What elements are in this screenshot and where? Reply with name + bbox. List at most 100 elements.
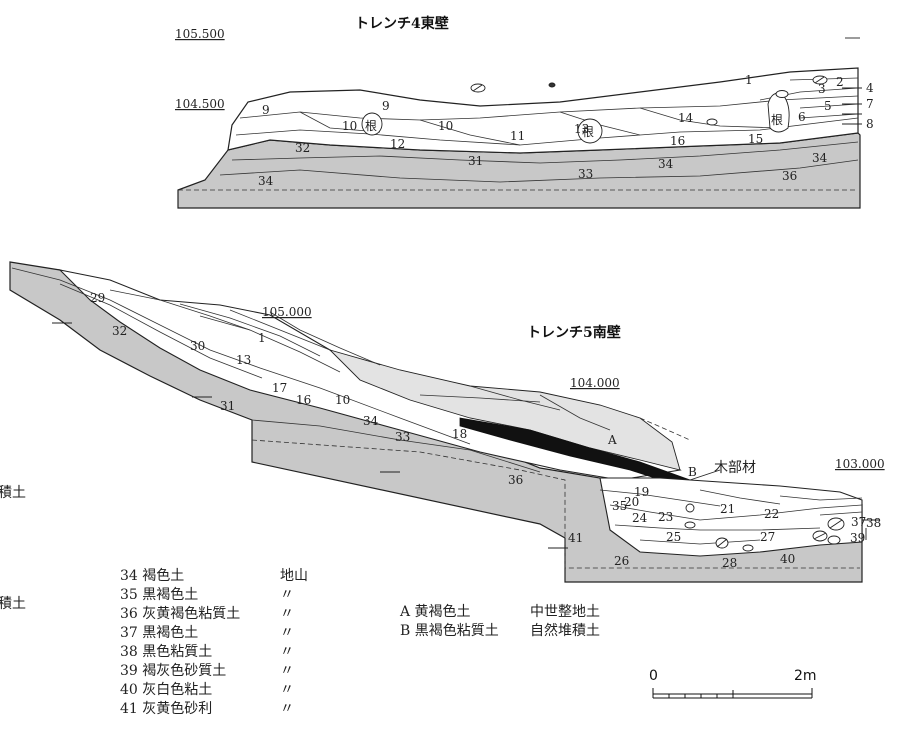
legend-row: 39 褐灰色砂質土〃 (120, 662, 308, 681)
legend-note: 自然堆積土 (530, 623, 600, 639)
t5-layer-17: 17 (272, 381, 287, 395)
t5-layer-34: 34 (363, 414, 379, 428)
t5-layer-18: 18 (452, 427, 467, 441)
trench4-root-b (577, 118, 603, 144)
t5-layer-32: 32 (112, 324, 127, 338)
legend-row: 40 灰白色粘土〃 (120, 681, 308, 700)
scale-end-label: 2m (794, 668, 817, 684)
t4-layer-34c: 34 (812, 151, 828, 165)
t5-layer-28: 28 (722, 556, 737, 570)
t4-layer-36: 36 (782, 169, 797, 183)
legend-note: 〃 (280, 701, 294, 717)
t4-layer-3: 3 (818, 82, 826, 96)
legend-name: 40 灰白色粘土 (120, 682, 213, 698)
t5-layer-37: 37 (851, 515, 866, 529)
t5-mark-b: B (688, 465, 697, 479)
t4-layer-8: 8 (866, 117, 874, 131)
legend-name: 41 灰黄色砂利 (120, 701, 213, 717)
scale-bar (652, 688, 813, 699)
legend-row: A 黄褐色土 中世整地土 (400, 603, 600, 622)
t5-layer-13: 13 (236, 353, 251, 367)
t5-layer-1: 1 (258, 331, 266, 345)
t5-layer-35: 35 (612, 499, 627, 513)
t4-layer-11: 11 (510, 129, 525, 143)
elevation-103-000: 103.000 (835, 457, 885, 471)
legend-row: 41 灰黄色砂利 〃 (120, 700, 308, 719)
t5-layer-36: 36 (508, 473, 523, 487)
legend-note: 〃 (280, 625, 294, 641)
legend-note: 〃 (280, 587, 294, 603)
legend-note: 地山 (280, 568, 308, 584)
t4-layer-9b: 9 (382, 99, 390, 113)
legend-name: 35 黒褐色土 (120, 587, 199, 603)
legend-row: 34 褐色土 地山 (120, 567, 308, 586)
t4-layer-34a: 34 (258, 174, 274, 188)
legend-row: 37 黒褐色土〃 (120, 624, 308, 643)
legend-name: 36 灰黄褐色粘質土 (120, 606, 241, 622)
legend-name: 39 褐灰色砂質土 (120, 663, 227, 679)
t5-layer-27: 27 (760, 530, 775, 544)
trench4-fill-layers (227, 67, 859, 154)
legend-row: 36 灰黄褐色粘質土 〃 (120, 605, 308, 624)
t4-layer-16: 16 (670, 134, 685, 148)
legend-name: 34 褐色土 (120, 568, 185, 584)
t5-layer-30: 30 (190, 339, 205, 353)
t5-layer-38: 38 (866, 516, 881, 530)
t4-layer-15: 15 (748, 132, 763, 146)
t4-layer-5: 5 (824, 99, 832, 113)
t5-layer-33: 33 (395, 430, 410, 444)
t5-layer-16: 16 (296, 393, 311, 407)
trench4-title: トレンチ4東壁 (355, 15, 449, 32)
trench5-title: トレンチ5南壁 (527, 324, 621, 341)
scale-start-label: 0 (649, 668, 658, 684)
trench4-section (177, 37, 862, 209)
t4-layer-10a: 10 (342, 119, 357, 133)
legend-layers: 34 褐色土地山 35 黒褐色土〃 36 灰黄褐色粘質土〃 37 黒褐色土〃 3… (120, 567, 308, 719)
t5-layer-29: 29 (90, 291, 105, 305)
t4-layer-14: 14 (678, 111, 694, 125)
left-cut-label-a: 堆積土 (0, 485, 26, 501)
legend-row: B 黒褐色粘質土自然堆積土 (400, 622, 600, 641)
t5-layer-21: 21 (720, 502, 735, 516)
t5-mark-a: A (607, 433, 617, 447)
t4-layer-6: 6 (798, 110, 806, 124)
t4-layer-12: 12 (390, 137, 405, 151)
t4-root-label-b: 根 (582, 125, 594, 139)
t4-layer-34b: 34 (658, 157, 674, 171)
legend-note: 中世整地土 (530, 604, 600, 620)
t5-wood-label: 木部材 (714, 460, 756, 476)
t5-layer-31: 31 (220, 399, 235, 413)
t4-layer-4: 4 (866, 81, 874, 95)
elevation-104-500: 104.500 (175, 97, 225, 111)
t4-layer-32: 32 (295, 141, 310, 155)
trench5-section (9, 261, 880, 583)
t5-layer-26: 26 (614, 554, 629, 568)
legend-name: A 黄褐色土 (400, 604, 471, 620)
t4-root-label-c: 根 (771, 113, 783, 127)
trench4-root-c (767, 92, 790, 133)
t5-layer-10: 10 (335, 393, 350, 407)
elevation-104-000: 104.000 (570, 376, 620, 390)
t4-layer-31: 31 (468, 154, 483, 168)
t5-layer-39: 39 (850, 531, 865, 545)
t5-layer-41: 41 (568, 531, 583, 545)
t4-layer-9a: 9 (262, 103, 270, 117)
legend-note: 〃 (280, 606, 294, 622)
t5-layer-25: 25 (666, 530, 681, 544)
trench4-root-a (361, 112, 383, 136)
legend-name: 38 黒色粘質土 (120, 644, 213, 660)
elevation-105-000: 105.000 (262, 305, 312, 319)
t4-layer-1: 1 (745, 73, 753, 87)
t4-layer-33: 33 (578, 167, 593, 181)
t5-layer-24: 24 (632, 511, 648, 525)
legend-note: 〃 (280, 644, 294, 660)
t4-layer-7: 7 (866, 97, 874, 111)
left-cut-label-b: 堆積土 (0, 596, 26, 612)
elevation-105-500: 105.500 (175, 27, 225, 41)
legend-ab: A 黄褐色土 中世整地土 B 黒褐色粘質土自然堆積土 (400, 603, 600, 641)
t4-layer-10b: 10 (438, 119, 453, 133)
trench5-layer-a (328, 349, 681, 471)
legend-row: 38 黒色粘質土 〃 (120, 643, 308, 662)
t5-layer-22: 22 (764, 507, 779, 521)
